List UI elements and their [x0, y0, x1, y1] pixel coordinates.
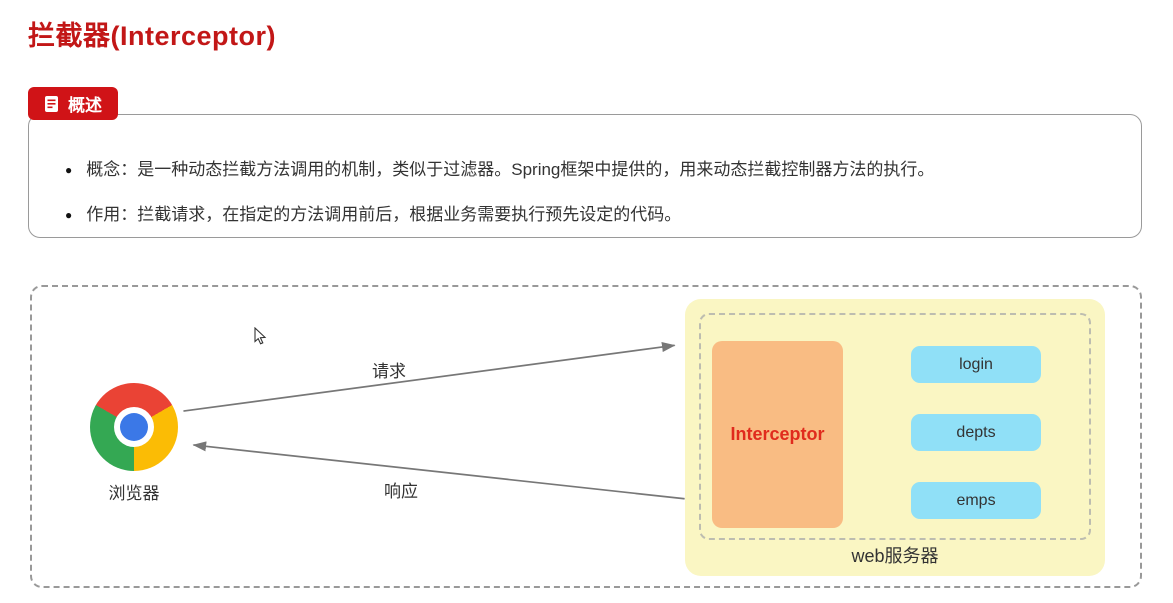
interceptor-diagram: 浏览器 请求 响应 Interceptor login depts emps w… — [30, 285, 1142, 588]
server-inner-dashed-box — [699, 313, 1091, 540]
response-label: 响应 — [384, 482, 418, 501]
interceptor-block: Interceptor — [712, 341, 843, 528]
overview-bullet-concept-text: 概念：是一种动态拦截方法调用的机制，类似于过滤器。Spring框架中提供的，用来… — [86, 160, 935, 179]
response-arrow — [192, 441, 685, 500]
mouse-cursor-icon — [254, 326, 267, 350]
web-server-box: Interceptor login depts emps web服务器 — [685, 299, 1105, 576]
endpoint-login: login — [911, 346, 1041, 383]
browser-label: 浏览器 — [108, 484, 160, 503]
overview-bullet-concept: ● 概念：是一种动态拦截方法调用的机制，类似于过滤器。Spring框架中提供的，… — [65, 159, 1121, 180]
bullet-icon: ● — [65, 208, 73, 222]
bullet-icon: ● — [65, 163, 73, 177]
overview-panel: ● 概念：是一种动态拦截方法调用的机制，类似于过滤器。Spring框架中提供的，… — [28, 114, 1142, 238]
endpoint-depts: depts — [911, 414, 1041, 451]
document-icon — [44, 95, 59, 113]
page-title: 拦截器(Interceptor) — [28, 21, 277, 51]
web-server-label: web服务器 — [851, 546, 939, 566]
overview-badge: 概述 — [28, 87, 118, 120]
overview-bullet-purpose-text: 作用：拦截请求，在指定的方法调用前后，根据业务需要执行预先设定的代码。 — [86, 205, 682, 224]
chrome-browser-icon — [90, 383, 178, 471]
request-label: 请求 — [372, 362, 406, 381]
overview-bullet-purpose: ● 作用：拦截请求，在指定的方法调用前后，根据业务需要执行预先设定的代码。 — [65, 204, 1121, 225]
endpoint-emps: emps — [911, 482, 1041, 519]
overview-badge-label: 概述 — [68, 96, 102, 115]
request-arrow — [183, 341, 676, 412]
